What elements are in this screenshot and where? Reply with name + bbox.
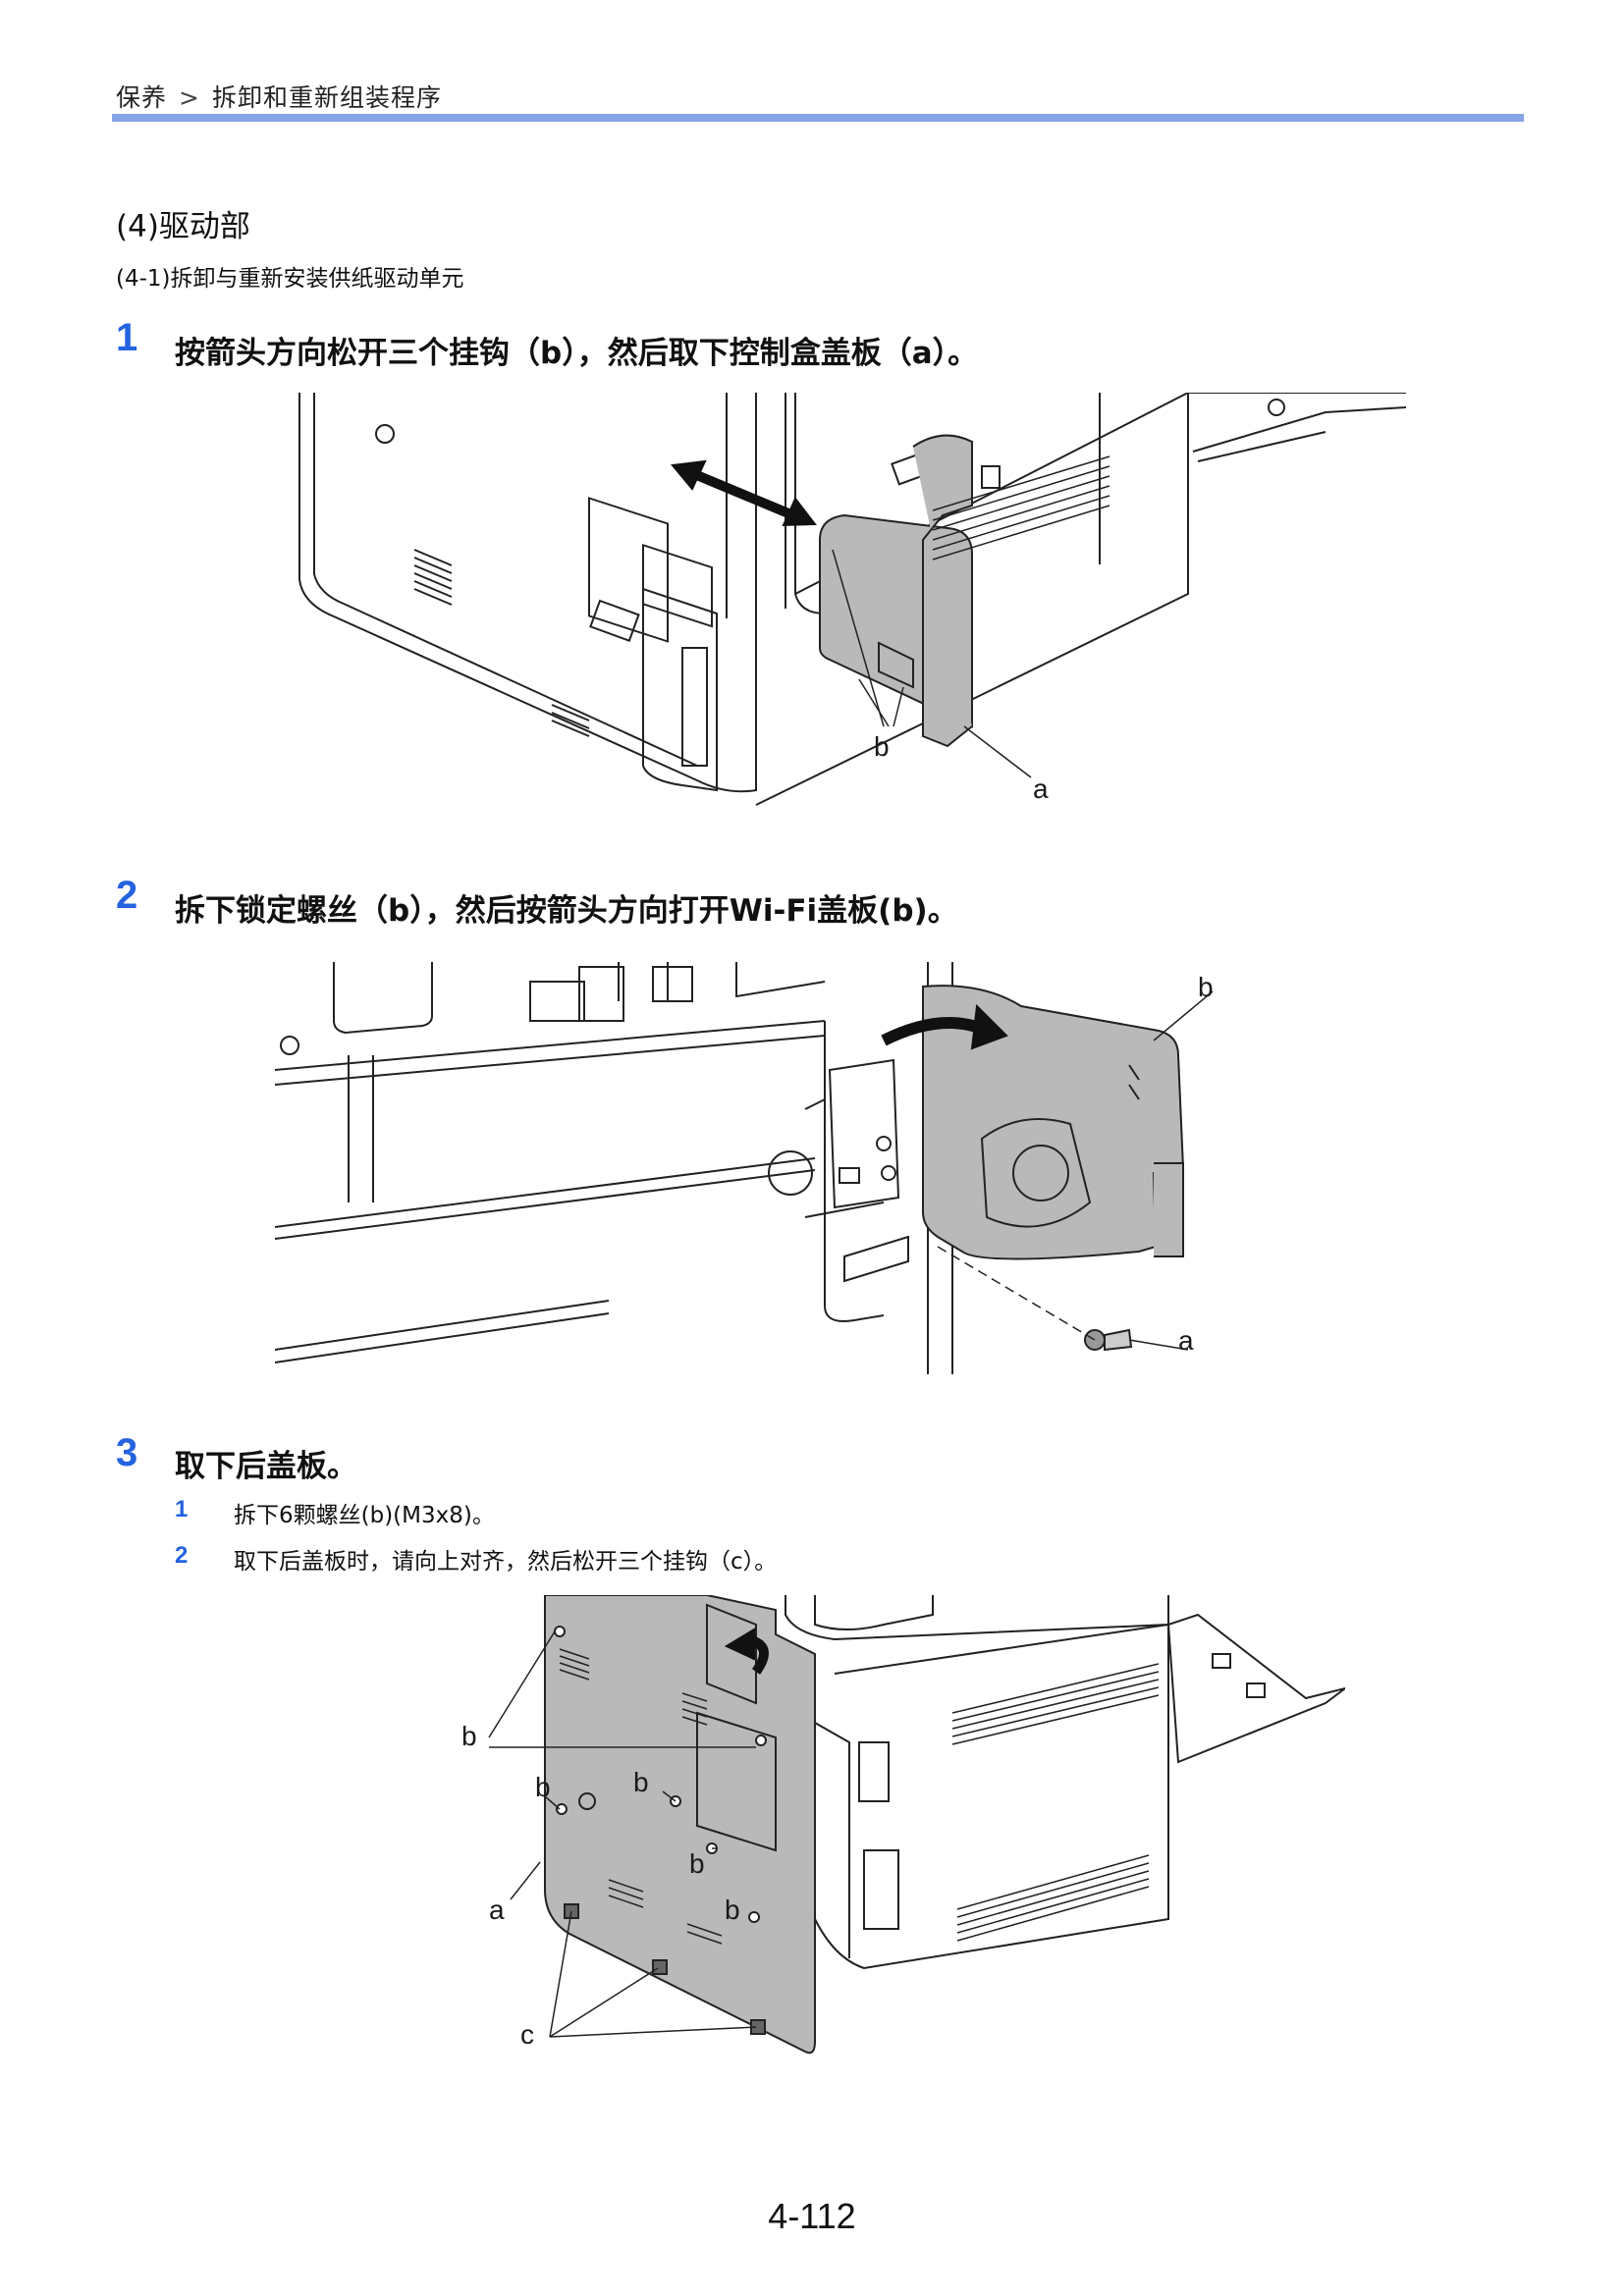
step-3-substep-1-text: 拆下6颗螺丝(b)(M3x8)。 [234,1503,495,1528]
subsection-title: (4-1)拆卸与重新安装供纸驱动单元 [116,266,464,292]
breadcrumb-part-2: 拆卸和重新组装程序 [211,83,442,112]
step-3-text: 取下后盖板。 [175,1449,357,1484]
breadcrumb: 保养 > 拆卸和重新组装程序 [116,79,442,114]
callout-a: a [1178,1325,1194,1356]
callout-b: b [874,731,890,762]
callout-b: b [535,1772,551,1802]
callout-b: b [633,1767,649,1797]
callout-b: b [689,1848,705,1879]
step-1-figure: b a [295,393,1406,815]
step-3-substep-2-number: 2 [175,1542,189,1569]
step-2-figure: b a [275,962,1218,1374]
step-3-figure: b b b b b a c [461,1595,1345,2056]
step-3-substep-1-number: 1 [175,1496,189,1522]
breadcrumb-part-1: 保养 [116,83,168,112]
step-3-number: 3 [116,1431,138,1474]
header-rule [112,114,1524,122]
callout-a: a [1033,774,1049,804]
breadcrumb-separator: > [179,83,200,112]
step-2-text: 拆下锁定螺丝（b），然后按箭头方向打开Wi-Fi盖板(b)。 [175,893,958,929]
callout-b: b [1198,972,1214,1002]
callout-b: b [461,1721,477,1751]
step-2-number: 2 [116,874,138,917]
step-3-substep-2-text: 取下后盖板时，请向上对齐，然后松开三个挂钩（c）。 [234,1549,778,1575]
callout-b: b [725,1895,740,1925]
callout-c: c [520,2019,534,2050]
section-title: (4)驱动部 [116,209,250,244]
callout-a: a [489,1895,505,1925]
step-1-number: 1 [116,316,138,359]
step-1-text: 按箭头方向松开三个挂钩（b），然后取下控制盒盖板（a）。 [175,336,979,371]
page-number: 4-112 [768,2196,856,2236]
